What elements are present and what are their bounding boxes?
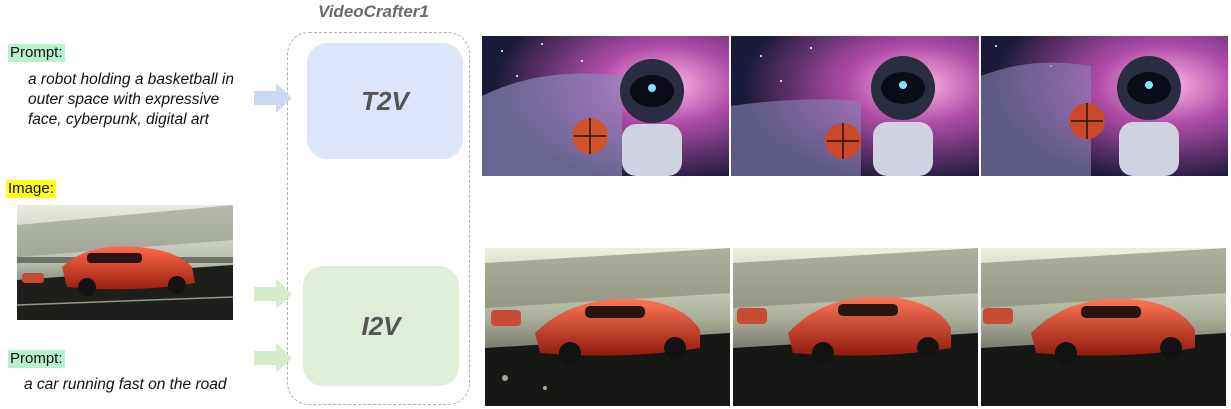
car-frame-3 xyxy=(981,248,1226,406)
t2v-prompt-label: Prompt: xyxy=(8,44,65,62)
robot-frame-1 xyxy=(482,36,729,176)
robot-frame-2 xyxy=(731,36,979,176)
i2v-prompt-text: a car running fast on the road xyxy=(24,376,227,393)
i2v-model-box: I2V xyxy=(303,266,459,386)
framework-title: VideoCrafter1 xyxy=(318,2,429,21)
input-car-image xyxy=(17,205,233,320)
videocrafter-container xyxy=(287,32,470,405)
t2v-arrow-icon xyxy=(254,83,292,113)
t2v-model-label: T2V xyxy=(361,85,409,116)
t2v-model-box: T2V xyxy=(307,43,463,159)
i2v-prompt-label: Prompt: xyxy=(8,350,65,368)
t2v-prompt-line-2: outer space with expressive xyxy=(28,91,220,108)
t2v-prompt-line-1: a robot holding a basketball in xyxy=(28,71,234,88)
robot-frame-3 xyxy=(981,36,1228,176)
t2v-prompt-text: a robot holding a basketball in outer sp… xyxy=(28,70,234,130)
i2v-image-label: Image: xyxy=(6,180,56,198)
car-frame-2 xyxy=(733,248,978,406)
i2v-prompt-arrow-icon xyxy=(254,343,292,373)
i2v-model-label: I2V xyxy=(361,310,401,341)
i2v-image-arrow-icon xyxy=(254,279,292,309)
t2v-prompt-line-3: face, cyberpunk, digital art xyxy=(28,111,209,128)
car-frame-1 xyxy=(485,248,730,406)
